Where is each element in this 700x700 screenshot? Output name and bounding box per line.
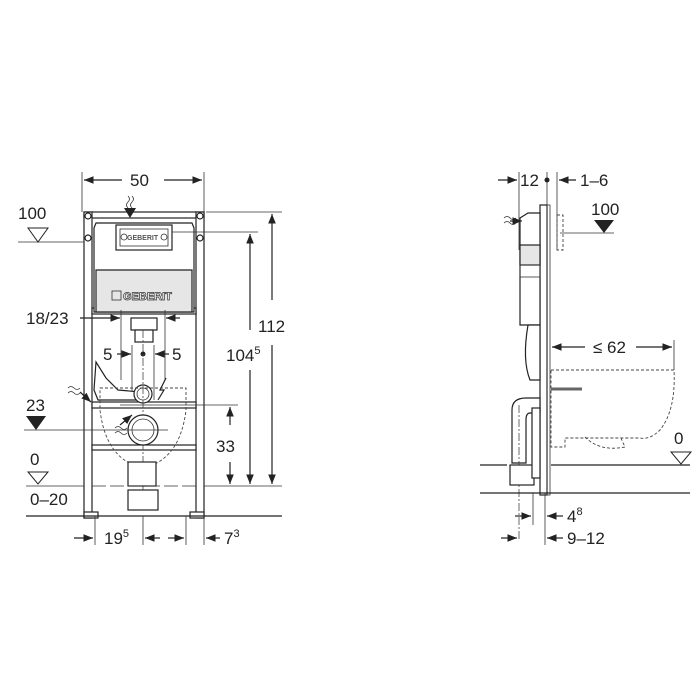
dim-offset-left: 5 bbox=[103, 345, 112, 364]
dim-level-23: 23 bbox=[26, 396, 45, 415]
bowl-outline-side bbox=[550, 369, 675, 448]
brand-logo-small: GEBERIT bbox=[127, 235, 159, 242]
dim-range-1-6: 1–6 bbox=[580, 171, 608, 190]
frame-upright bbox=[539, 204, 548, 496]
front-view: 50 GEBERIT GEBERIT bbox=[18, 171, 285, 548]
cistern-side bbox=[519, 212, 541, 326]
dim-level-0-side: 0 bbox=[674, 429, 683, 448]
dim-height-33: 33 bbox=[216, 437, 235, 456]
level-marker-filled-icon bbox=[594, 220, 614, 233]
cistern: GEBERIT GEBERIT bbox=[93, 222, 195, 343]
dim-width: 50 bbox=[130, 171, 149, 190]
dim-range-9-12: 9–12 bbox=[567, 529, 605, 548]
dim-level-0: 0 bbox=[30, 450, 39, 469]
dim-height-104: 1045 bbox=[226, 345, 261, 365]
arrow-down-icon bbox=[124, 208, 136, 218]
level-marker-open-icon bbox=[26, 471, 50, 485]
electrical-icon bbox=[157, 377, 167, 401]
water-wave-icon bbox=[67, 386, 81, 395]
flush-pipe-side bbox=[524, 324, 541, 381]
dim-bottom-48: 48 bbox=[567, 506, 583, 526]
dim-bottom-right: 73 bbox=[224, 528, 240, 548]
dim-floor-range: 0–20 bbox=[30, 490, 68, 509]
dim-level-100-side: 100 bbox=[591, 200, 619, 219]
water-inlet-icon bbox=[126, 195, 134, 209]
drain-outlet bbox=[509, 464, 535, 486]
dim-drain-spacing: 18/23 bbox=[26, 309, 69, 328]
level-marker-open-icon bbox=[669, 451, 693, 465]
brand-logo-square-icon bbox=[111, 290, 122, 301]
dim-depth-12: 12 bbox=[520, 171, 539, 190]
dim-bowl-projection: ≤ 62 bbox=[593, 338, 626, 357]
flush-bend bbox=[93, 360, 141, 401]
brand-logo: GEBERIT bbox=[123, 291, 172, 303]
dim-total-height: 112 bbox=[258, 317, 285, 336]
side-view: 12 1–6 100 ≤ 62 0 bbox=[480, 171, 693, 548]
flush-plate-outline bbox=[556, 214, 564, 251]
water-wave-icon bbox=[114, 426, 128, 435]
dim-level-100: 100 bbox=[18, 204, 46, 223]
level-marker-open-icon bbox=[27, 227, 49, 243]
outlet-pipe bbox=[127, 489, 159, 511]
dim-offset-right: 5 bbox=[172, 345, 181, 364]
level-marker-filled-icon bbox=[26, 416, 46, 430]
dim-bottom-left: 195 bbox=[104, 528, 129, 548]
